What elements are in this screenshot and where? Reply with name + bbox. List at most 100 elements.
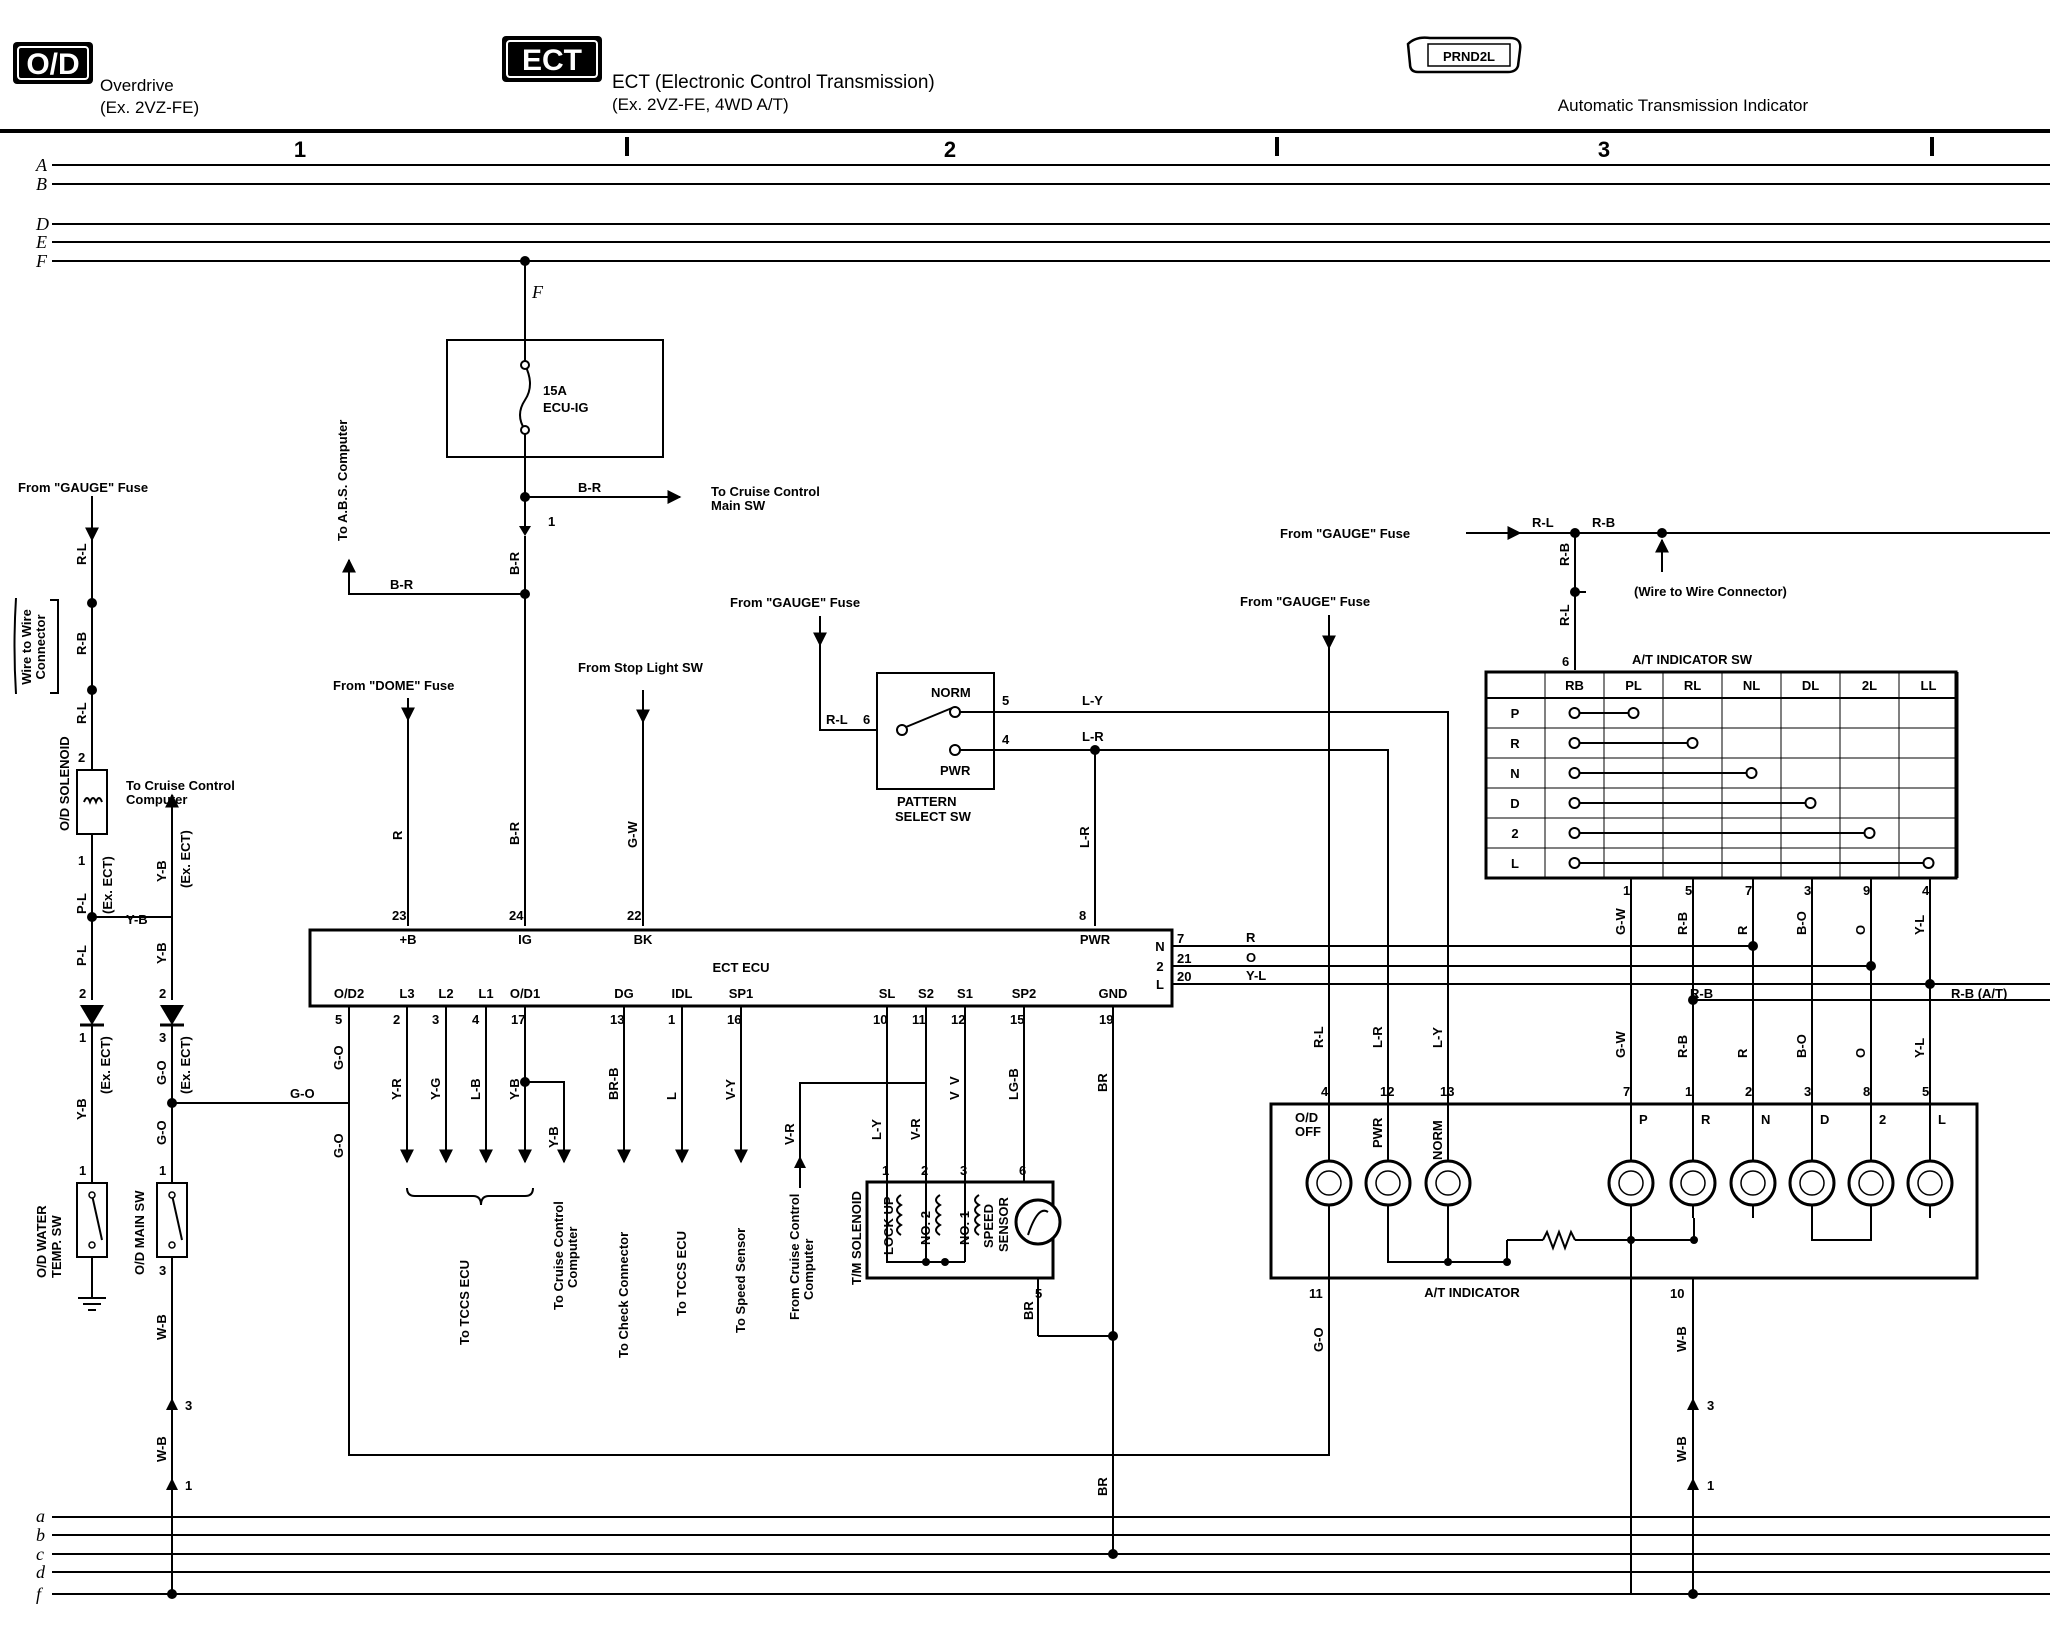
ecu-pin-number: 15: [1010, 1012, 1024, 1027]
at-switch-row: 2: [1511, 826, 1518, 841]
ecu-pin-name: IDL: [672, 986, 693, 1001]
indicator-lamp-icon: [1669, 1159, 1717, 1207]
pwr-lamp-label: PWR: [1370, 1117, 1385, 1148]
at-switch-pin: 4: [1922, 883, 1930, 898]
wire-label: V-R: [908, 1118, 923, 1140]
indicator-pin: 13: [1440, 1084, 1454, 1099]
switch-contact: [1568, 797, 1581, 809]
indicator-pin: 5: [1922, 1084, 1929, 1099]
wire-label: V: [947, 1076, 962, 1085]
at-switch-pin: 7: [1745, 883, 1752, 898]
to-tccs-ecu-2: To TCCS ECU: [674, 1231, 689, 1316]
indicator-pin: 2: [1745, 1084, 1752, 1099]
at-switch-pin: 5: [1685, 883, 1692, 898]
at-switch-row: L: [1511, 856, 1519, 871]
ecu-pin-number: 5: [335, 1012, 342, 1027]
switch-contact: [1863, 827, 1876, 839]
to-cruise-computer-label: To Cruise Control: [126, 778, 235, 793]
ecu-pin-name: L1: [478, 986, 493, 1001]
ecu-pin-number: 13: [610, 1012, 624, 1027]
zone-3: 3: [1598, 137, 1610, 162]
to-tccs-ecu-1: To TCCS ECU: [457, 1260, 472, 1345]
wire-label: L: [664, 1092, 679, 1100]
no2-label: NO. 2: [918, 1211, 933, 1245]
indicator-pin: 12: [1380, 1084, 1394, 1099]
wire-label: V-R: [782, 1123, 797, 1145]
wire-label: B-R: [578, 480, 602, 495]
ecu-pin-number: 10: [873, 1012, 887, 1027]
wire-label: BR: [1095, 1477, 1110, 1496]
at-indicator-label: A/T INDICATOR: [1424, 1285, 1520, 1300]
to-check-connector: To Check Connector: [616, 1232, 631, 1358]
wire-label: B-R: [507, 551, 522, 575]
indicator-lamp-letter: P: [1639, 1112, 1648, 1127]
indicator-lamp-icon: [1364, 1159, 1412, 1207]
pin-label: 6: [1562, 654, 1569, 669]
od-off-label-2: OFF: [1295, 1124, 1321, 1139]
wire-label: G-W: [625, 821, 640, 848]
wire-to-wire-connector-label: (Wire to Wire Connector): [1634, 584, 1787, 599]
header: O/D Overdrive (Ex. 2VZ-FE) ECT ECT (Elec…: [0, 36, 2050, 133]
wire-label: R: [1246, 930, 1256, 945]
at-indicator-switch-label: A/T INDICATOR SW: [1632, 652, 1753, 667]
wire-label: R-B: [1675, 912, 1690, 935]
indicator-lamp-icon: [1305, 1159, 1353, 1207]
ecu-pin-name: O/D2: [334, 986, 364, 1001]
wire-label: W-B: [154, 1314, 169, 1340]
wire-label: Y-R: [389, 1078, 404, 1100]
pin-label: 1: [79, 1163, 86, 1178]
at-switch-column: PL: [1625, 678, 1642, 693]
ecu-pin-number: 21: [1177, 951, 1191, 966]
bus-label-f: F: [35, 251, 48, 271]
wire-label: Y-B: [507, 1078, 522, 1100]
switch-contact: [1804, 797, 1817, 809]
ecu-pin-number: 16: [727, 1012, 741, 1027]
speed-sensor-icon: [1014, 1198, 1062, 1246]
zone-2: 2: [944, 137, 956, 162]
wire-to-wire-label: Wire to Wire: [19, 609, 34, 685]
ecu-pin-number: 4: [472, 1012, 480, 1027]
wire-label: G-W: [1613, 908, 1628, 935]
to-cruise-control-computer-2: Computer: [565, 1227, 580, 1288]
bus-label-e: E: [35, 232, 47, 252]
from-stop-light-switch: From Stop Light SW: [578, 660, 704, 675]
wire-label: W-B: [154, 1436, 169, 1462]
indicator-lamp-icon: [1607, 1159, 1655, 1207]
pin-label: 2: [921, 1163, 928, 1178]
pin-label: 1: [185, 1478, 192, 1493]
ecu-pin-number: 24: [509, 908, 524, 923]
bus-label-lower-f: f: [36, 1584, 44, 1604]
wire-to-wire-label-2: Connector: [33, 615, 48, 680]
to-cruise-control-computer: To Cruise Control: [551, 1201, 566, 1310]
pin-label: 5: [1002, 693, 1009, 708]
wire-label: G-O: [290, 1086, 315, 1101]
wire-label: B-O: [1794, 911, 1809, 935]
from-cruise-control-computer-2: Computer: [801, 1239, 816, 1300]
fuse-name: ECU-IG: [543, 400, 589, 415]
wire-label: BR: [1095, 1073, 1110, 1092]
switch-contact: [1568, 707, 1581, 719]
tm-solenoid-label: T/M SOLENOID: [849, 1191, 864, 1285]
ecu-pin-name: GND: [1099, 986, 1128, 1001]
ect-title: ECT (Electronic Control Transmission): [612, 72, 935, 93]
fuse-pin: 1: [548, 514, 555, 529]
bus-label-a: A: [35, 155, 48, 175]
indicator-pin: 7: [1623, 1084, 1630, 1099]
pin-label: 11: [1309, 1286, 1323, 1301]
wire-label: BR: [1021, 1301, 1036, 1320]
pin-label: 2: [78, 750, 85, 765]
wire-label: Y-B: [154, 860, 169, 882]
ecu-bottom-pins: O/D25L32Y-RL23Y-GL14L-BO/D117Y-BDG13BR-B…: [334, 986, 1128, 1100]
pin-label: 3: [185, 1398, 192, 1413]
indicator-lamp-letter: N: [1761, 1112, 1770, 1127]
ect-ecu: [308, 928, 1174, 1008]
wire-label: O: [1246, 950, 1256, 965]
wire-label: Y-L: [1912, 1038, 1927, 1058]
at-switch-column: DL: [1802, 678, 1819, 693]
ecu-pin-number: 3: [432, 1012, 439, 1027]
wire-label: P-L: [74, 945, 89, 966]
prnd-badge-text: PRND2L: [1443, 49, 1495, 64]
wire-label: L-Y: [1430, 1027, 1445, 1048]
od-solenoid: [76, 769, 108, 835]
